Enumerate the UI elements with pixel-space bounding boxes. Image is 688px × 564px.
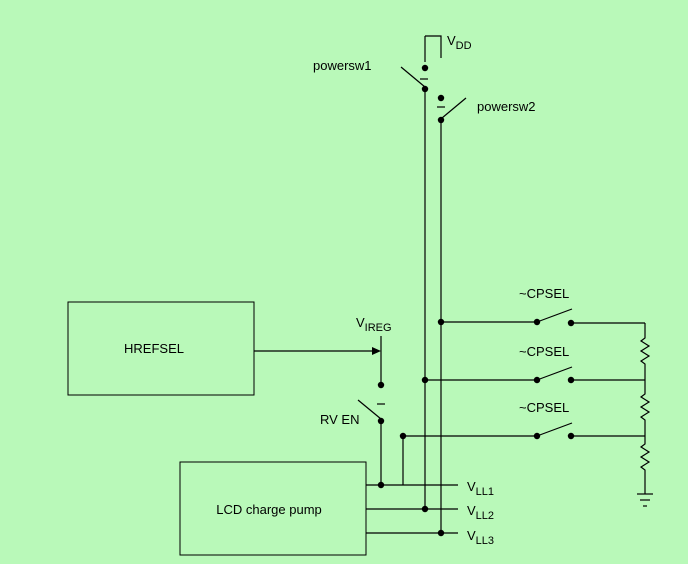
powersw2-top-node <box>437 94 445 102</box>
vll3-junction <box>437 529 445 537</box>
resistor-3 <box>639 436 651 494</box>
vdd-rail <box>425 35 442 58</box>
cpsel3-blade <box>536 422 573 437</box>
cpsel2-bus-junction <box>421 376 429 384</box>
cpsel2-label: ~CPSEL <box>519 344 569 359</box>
cpsel1-blade <box>536 308 573 323</box>
vdd-label: VDD <box>447 33 472 52</box>
cpsel3-bus-junction <box>399 432 407 440</box>
rven-blade <box>357 399 382 420</box>
powersw2-blade <box>441 97 467 119</box>
powersw2-label: powersw2 <box>477 99 536 114</box>
vll1-label: VLL1 <box>467 479 494 498</box>
ground-icon <box>637 493 653 507</box>
hrefsel-label: HREFSEL <box>124 341 184 356</box>
cpsel1-label: ~CPSEL <box>519 286 569 301</box>
rven-label: RV EN <box>320 412 360 427</box>
rven-top-node <box>377 381 385 389</box>
vll2-junction <box>421 505 429 513</box>
cpsel1-bus-junction <box>437 318 445 326</box>
vireg-arrowhead <box>372 347 381 355</box>
vll1-junction-rven <box>377 481 385 489</box>
vireg-label: VIREG <box>356 315 392 334</box>
vll3-label: VLL3 <box>467 528 494 547</box>
powersw1-top-node <box>421 64 429 72</box>
powersw1-label: powersw1 <box>313 58 372 73</box>
powersw1-blade <box>400 66 426 88</box>
vll2-label: VLL2 <box>467 503 494 522</box>
hrefsel-block <box>67 301 255 396</box>
resistor-2 <box>639 380 651 436</box>
resistor-1 <box>639 323 651 380</box>
cpsel2-blade <box>536 366 573 381</box>
lcd-charge-pump-label: LCD charge pump <box>216 502 322 517</box>
cpsel3-label: ~CPSEL <box>519 400 569 415</box>
